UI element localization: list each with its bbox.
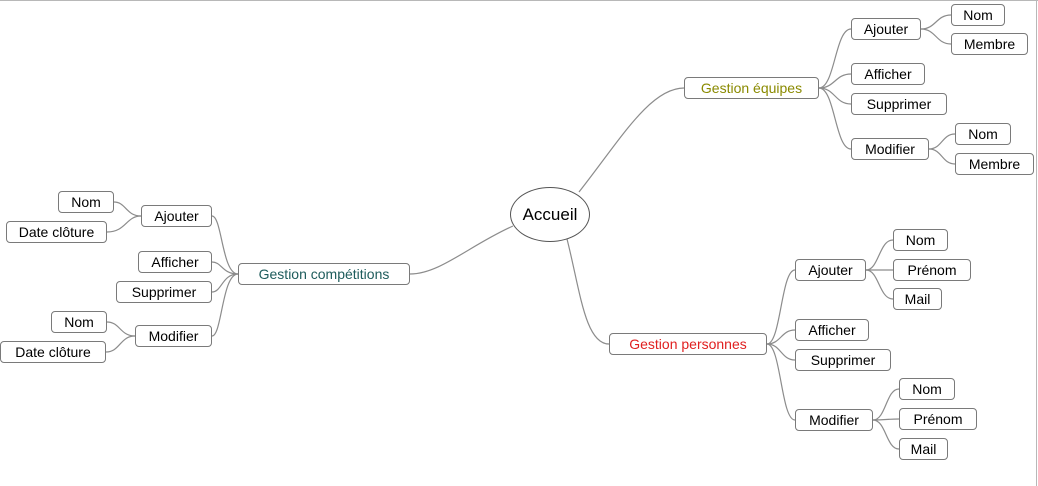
competitions-modifier[interactable]: Modifier — [135, 325, 212, 347]
frame-border-top — [0, 0, 1038, 1]
node-label: Modifier — [148, 328, 199, 344]
competitions-supprimer[interactable]: Supprimer — [116, 281, 212, 303]
node-label: Membre — [963, 36, 1016, 52]
equipes-ajouter-nom[interactable]: Nom — [951, 4, 1005, 26]
node-label: Nom — [968, 126, 998, 142]
equipes-afficher[interactable]: Afficher — [851, 63, 925, 85]
node-label: Nom — [963, 7, 993, 23]
equipes-ajouter-membre[interactable]: Membre — [951, 33, 1028, 55]
personnes-ajouter-mail[interactable]: Mail — [893, 288, 942, 310]
node-label: Prénom — [913, 411, 963, 427]
node-label: Mail — [904, 291, 931, 307]
personnes-afficher[interactable]: Afficher — [795, 319, 869, 341]
node-label: Ajouter — [863, 21, 909, 37]
node-label: Supprimer — [131, 284, 197, 300]
branch-gestion-competitions[interactable]: Gestion compétitions — [238, 263, 410, 285]
connector-root-competitions — [409, 225, 514, 275]
node-label: Mail — [910, 441, 937, 457]
branch-label: Gestion personnes — [629, 336, 747, 352]
node-label: Membre — [968, 156, 1021, 172]
node-label: Modifier — [809, 412, 859, 428]
competitions-ajouter-date-cloture[interactable]: Date clôture — [6, 221, 107, 243]
node-label: Afficher — [151, 254, 199, 270]
connector-root-equipes — [578, 87, 685, 193]
node-label: Nom — [71, 194, 101, 210]
branch-label: Gestion équipes — [700, 80, 803, 96]
personnes-ajouter-prenom[interactable]: Prénom — [893, 259, 971, 281]
equipes-supprimer[interactable]: Supprimer — [851, 93, 947, 115]
node-label: Supprimer — [810, 352, 876, 368]
node-label: Date clôture — [15, 344, 91, 360]
node-label: Nom — [64, 314, 94, 330]
branch-label: Gestion compétitions — [258, 266, 390, 282]
node-label: Date clôture — [18, 224, 95, 240]
node-label: Afficher — [864, 66, 912, 82]
node-label: Ajouter — [154, 208, 199, 224]
node-label: Nom — [912, 381, 942, 397]
equipes-modifier[interactable]: Modifier — [851, 138, 929, 160]
personnes-ajouter[interactable]: Ajouter — [795, 259, 866, 281]
equipes-modifier-membre[interactable]: Membre — [955, 153, 1034, 175]
root-node-accueil[interactable]: Accueil — [510, 187, 590, 242]
personnes-modifier-prenom[interactable]: Prénom — [899, 408, 977, 430]
node-label: Nom — [905, 232, 936, 248]
personnes-modifier-nom[interactable]: Nom — [899, 378, 955, 400]
frame-border-right — [1036, 0, 1037, 486]
branch-gestion-equipes[interactable]: Gestion équipes — [684, 77, 819, 99]
competitions-ajouter-nom[interactable]: Nom — [58, 191, 114, 213]
personnes-modifier-mail[interactable]: Mail — [899, 438, 948, 460]
personnes-modifier[interactable]: Modifier — [795, 409, 873, 431]
competitions-modifier-date-cloture[interactable]: Date clôture — [0, 341, 106, 363]
equipes-modifier-nom[interactable]: Nom — [955, 123, 1011, 145]
node-label: Prénom — [907, 262, 957, 278]
competitions-modifier-nom[interactable]: Nom — [51, 311, 107, 333]
node-label: Supprimer — [866, 96, 932, 112]
branch-gestion-personnes[interactable]: Gestion personnes — [609, 333, 767, 355]
node-label: Afficher — [808, 322, 856, 338]
competitions-ajouter[interactable]: Ajouter — [141, 205, 212, 227]
personnes-ajouter-nom[interactable]: Nom — [893, 229, 948, 251]
personnes-supprimer[interactable]: Supprimer — [795, 349, 891, 371]
equipes-ajouter[interactable]: Ajouter — [851, 18, 921, 40]
node-label: Modifier — [865, 141, 915, 157]
connector-root-personnes — [566, 238, 610, 345]
root-label: Accueil — [522, 204, 578, 224]
competitions-afficher[interactable]: Afficher — [138, 251, 212, 273]
node-label: Ajouter — [808, 262, 853, 278]
